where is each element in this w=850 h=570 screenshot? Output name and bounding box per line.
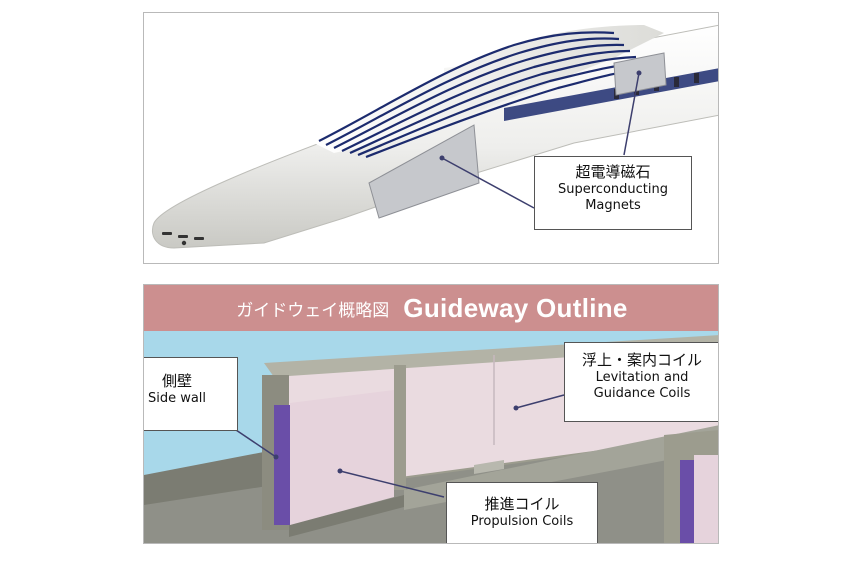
label-propulsion-jp: 推進コイル	[447, 495, 597, 514]
label-superconducting-en-1: Superconducting	[535, 182, 691, 198]
label-side-wall-en: Side wall	[143, 391, 237, 407]
label-side-wall-jp: 側壁	[143, 372, 237, 391]
label-superconducting-en-2: Magnets	[535, 198, 691, 214]
label-side-wall: 側壁 Side wall	[143, 357, 238, 431]
side-wall-coil-strip	[274, 405, 290, 525]
train-illustration-panel: 超電導磁石 Superconducting Magnets	[143, 12, 719, 264]
label-superconducting-magnets: 超電導磁石 Superconducting Magnets	[534, 156, 692, 230]
banner-title: ガイドウェイ概略図 Guideway Outline	[144, 285, 719, 331]
label-levitation-en-2: Guidance Coils	[565, 386, 719, 402]
label-levitation-en-1: Levitation and	[565, 370, 719, 386]
label-levitation-guidance-coils: 浮上・案内コイル Levitation and Guidance Coils	[564, 342, 719, 422]
label-levitation-jp: 浮上・案内コイル	[565, 351, 719, 370]
label-propulsion-coils: 推進コイル Propulsion Coils	[446, 482, 598, 544]
banner-title-en: Guideway Outline	[403, 293, 627, 324]
label-superconducting-jp: 超電導磁石	[535, 163, 691, 182]
guideway-outline-panel: ガイドウェイ概略図 Guideway Outline 側壁 Side wall …	[143, 284, 719, 544]
label-propulsion-en: Propulsion Coils	[447, 514, 597, 530]
banner-title-jp: ガイドウェイ概略図	[236, 296, 389, 321]
